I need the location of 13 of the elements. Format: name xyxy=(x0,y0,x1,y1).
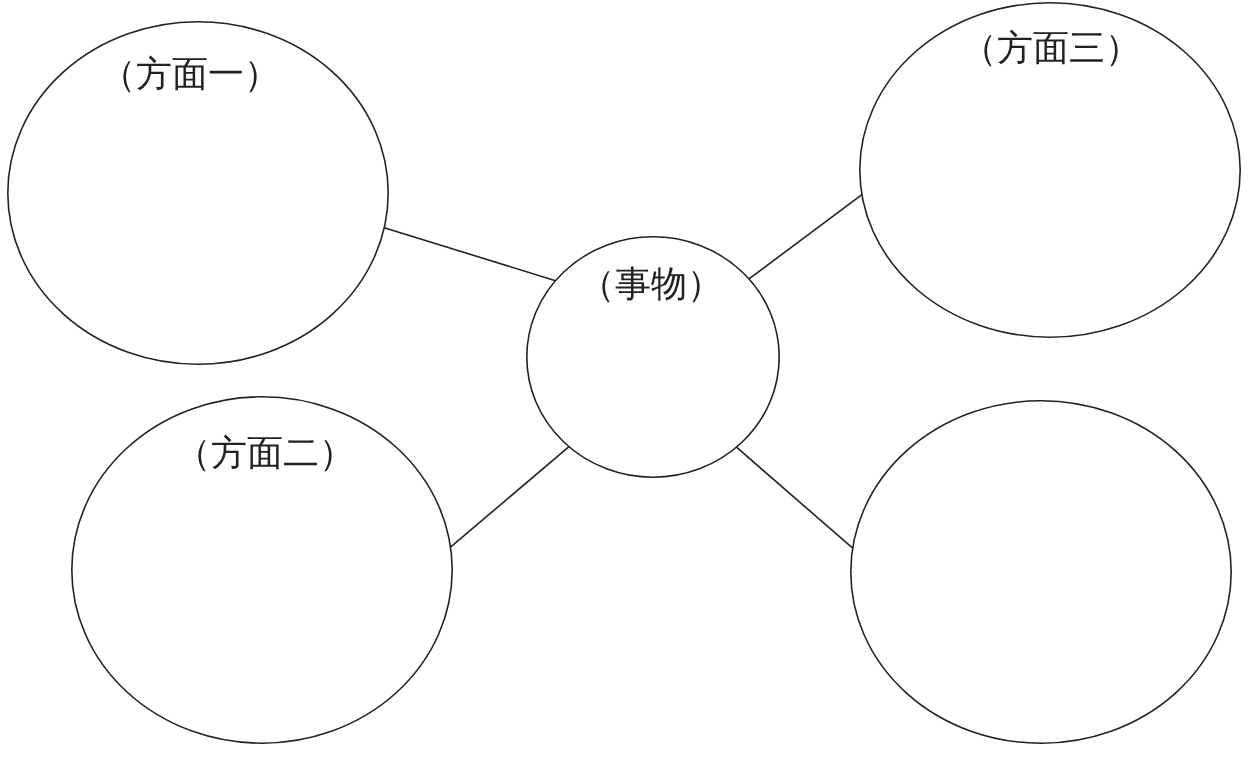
bubble-label: （方面一） xyxy=(100,54,280,94)
bubble-label: （方面二） xyxy=(175,433,355,473)
connector-line xyxy=(449,445,570,548)
bubble xyxy=(850,400,1232,744)
bubble xyxy=(71,396,453,744)
connector-line xyxy=(383,226,557,282)
bubble xyxy=(7,21,389,365)
center-circle xyxy=(526,236,780,478)
bubble-label: （方面三） xyxy=(961,28,1141,68)
connector-line xyxy=(748,193,863,280)
bubble xyxy=(859,2,1241,338)
bubble-label: （事物） xyxy=(579,264,723,304)
connector-line xyxy=(735,446,854,549)
